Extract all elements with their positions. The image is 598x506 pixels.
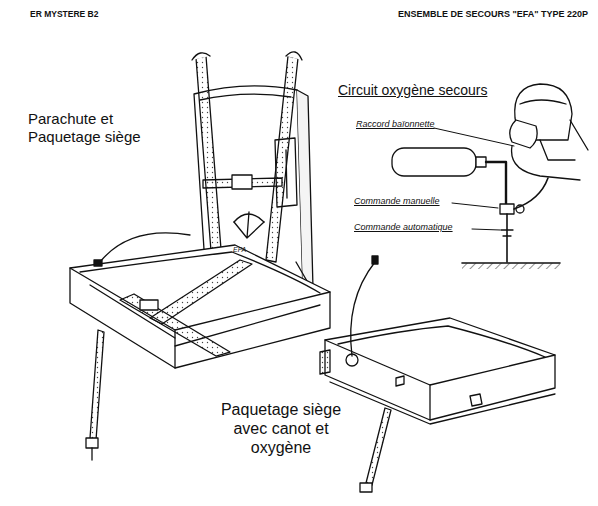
oxygen-hose <box>351 262 375 356</box>
section-heading: Circuit oxygène secours <box>338 82 518 99</box>
part-label: Paquetage siège avec canot et oxygène <box>205 400 357 458</box>
pilot-head <box>510 84 588 160</box>
hose-connector <box>94 260 102 266</box>
part-label: Commande automatique <box>354 222 484 233</box>
part-label: Raccord baïonnette <box>356 119 466 130</box>
seat-cushion <box>70 245 330 368</box>
part-label: Parachute et Paquetage siège <box>28 110 168 146</box>
leader-line <box>434 128 514 230</box>
oxygen-bottle <box>392 148 506 204</box>
emblem-text: EFA <box>233 246 263 254</box>
aircraft-header: ER MYSTERE B2 <box>30 9 170 19</box>
hanging-strap <box>360 408 391 492</box>
page-title: ENSEMBLE DE SECOURS "EFA" TYPE 220P <box>338 9 588 20</box>
seat-pack <box>320 318 555 424</box>
floor <box>462 263 560 269</box>
hose-connector <box>372 256 378 264</box>
hanging-strap <box>86 330 104 460</box>
valve <box>500 178 548 262</box>
part-label: Commande manuelle <box>354 196 464 207</box>
oxygen-hose <box>512 146 580 180</box>
oxygen-hose <box>100 233 190 262</box>
